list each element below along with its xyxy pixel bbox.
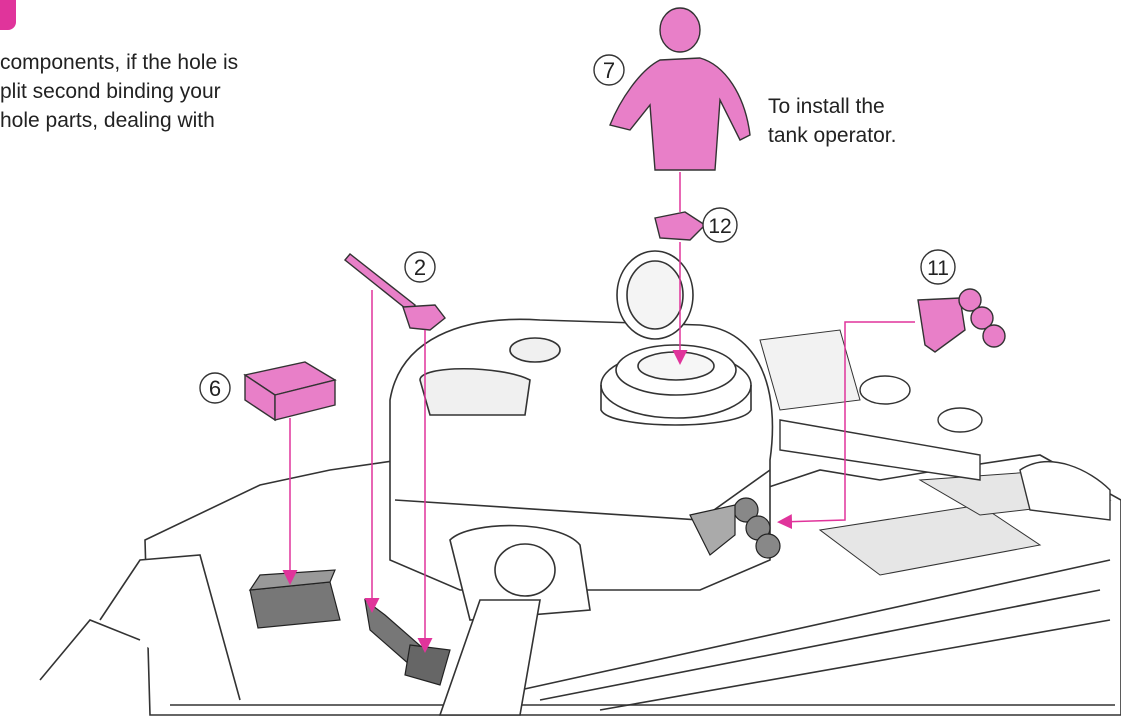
step-marker	[0, 0, 16, 30]
exhaust-assembly	[779, 375, 1111, 521]
svg-text:7: 7	[603, 58, 615, 83]
guide-lines	[282, 172, 915, 653]
gun-barrel	[438, 524, 591, 716]
callout-11: 11	[920, 249, 956, 285]
hatch-plate-icon	[654, 211, 707, 241]
smoke-launcher-mounted	[689, 497, 781, 559]
callout-7: 7	[593, 54, 625, 86]
hatch-ring-icon	[616, 250, 694, 340]
svg-text:12: 12	[708, 215, 731, 238]
svg-text:6: 6	[209, 376, 221, 401]
smoke-launcher-icon	[917, 288, 1006, 353]
commander-cupola	[600, 250, 752, 426]
tool-box-mount	[248, 569, 341, 629]
instruction-text: components, if the hole is plit second b…	[0, 51, 239, 132]
callout-12: 12	[702, 207, 738, 243]
svg-text:11: 11	[927, 257, 949, 280]
tool-box-icon	[243, 361, 337, 422]
shovel-icon	[344, 253, 446, 331]
operator-instruction-text: To install the tank operator.	[768, 95, 897, 147]
svg-text:2: 2	[414, 255, 426, 280]
callout-2: 2	[404, 251, 436, 283]
callout-6: 6	[199, 372, 231, 404]
tank-operator-figure-icon	[609, 7, 751, 171]
shovel-mount	[364, 598, 451, 686]
